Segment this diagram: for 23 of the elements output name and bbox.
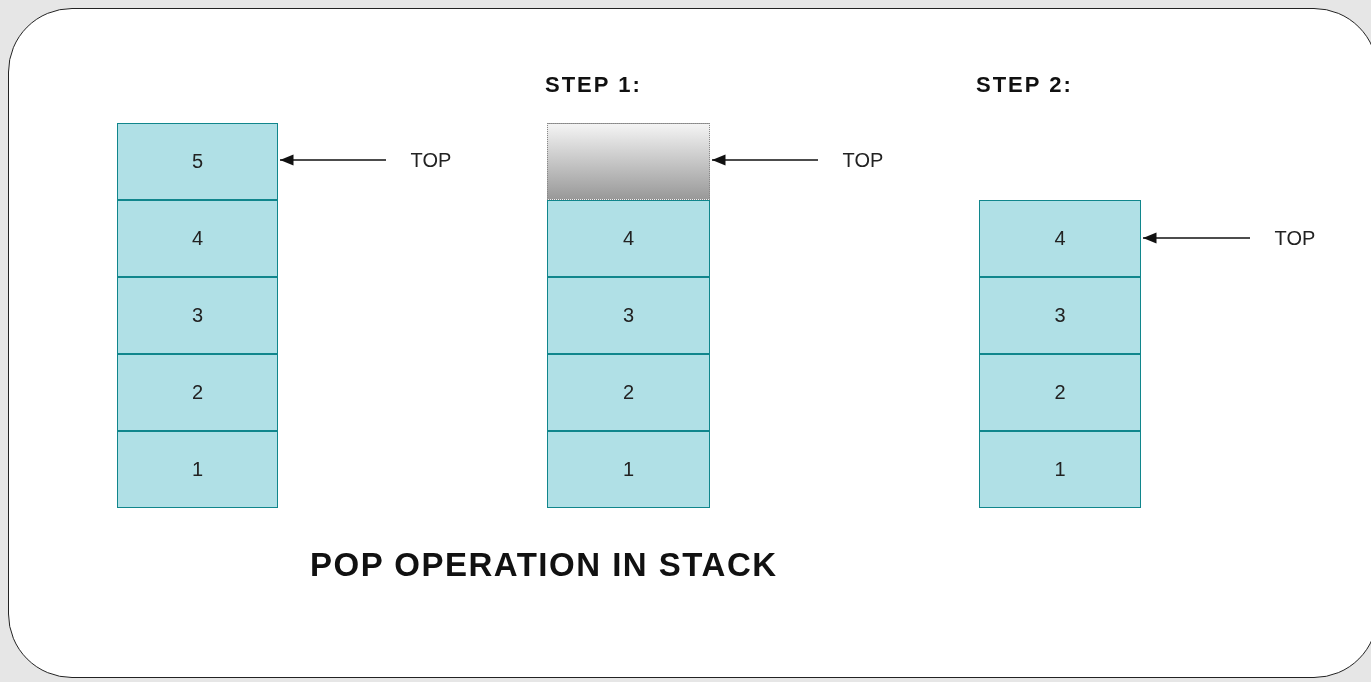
stack-cell: 3 (547, 277, 710, 354)
stack-cell: 4 (547, 200, 710, 277)
stack-cell: 3 (979, 277, 1141, 354)
stack-cell: 2 (979, 354, 1141, 431)
stack-cell: 1 (979, 431, 1141, 508)
pointer-label: TOP (1260, 221, 1330, 255)
stack-cell: 2 (117, 354, 278, 431)
stack-cell: 1 (117, 431, 278, 508)
arrow (711, 154, 819, 166)
stack-cell: 1 (547, 431, 710, 508)
stack-cell: 5 (117, 123, 278, 200)
pointer-label: TOP (396, 143, 466, 177)
arrow (1142, 232, 1251, 244)
stack-cell: 2 (547, 354, 710, 431)
stack-cell: 3 (117, 277, 278, 354)
stack-cell: 4 (117, 200, 278, 277)
step-heading: STEP 2: (976, 72, 1073, 98)
stack-cell: 4 (979, 200, 1141, 277)
popped-slot (547, 123, 710, 200)
caption: POP OPERATION IN STACK (310, 546, 778, 584)
arrow (279, 154, 387, 166)
step-heading: STEP 1: (545, 72, 642, 98)
pointer-label: TOP (828, 143, 898, 177)
